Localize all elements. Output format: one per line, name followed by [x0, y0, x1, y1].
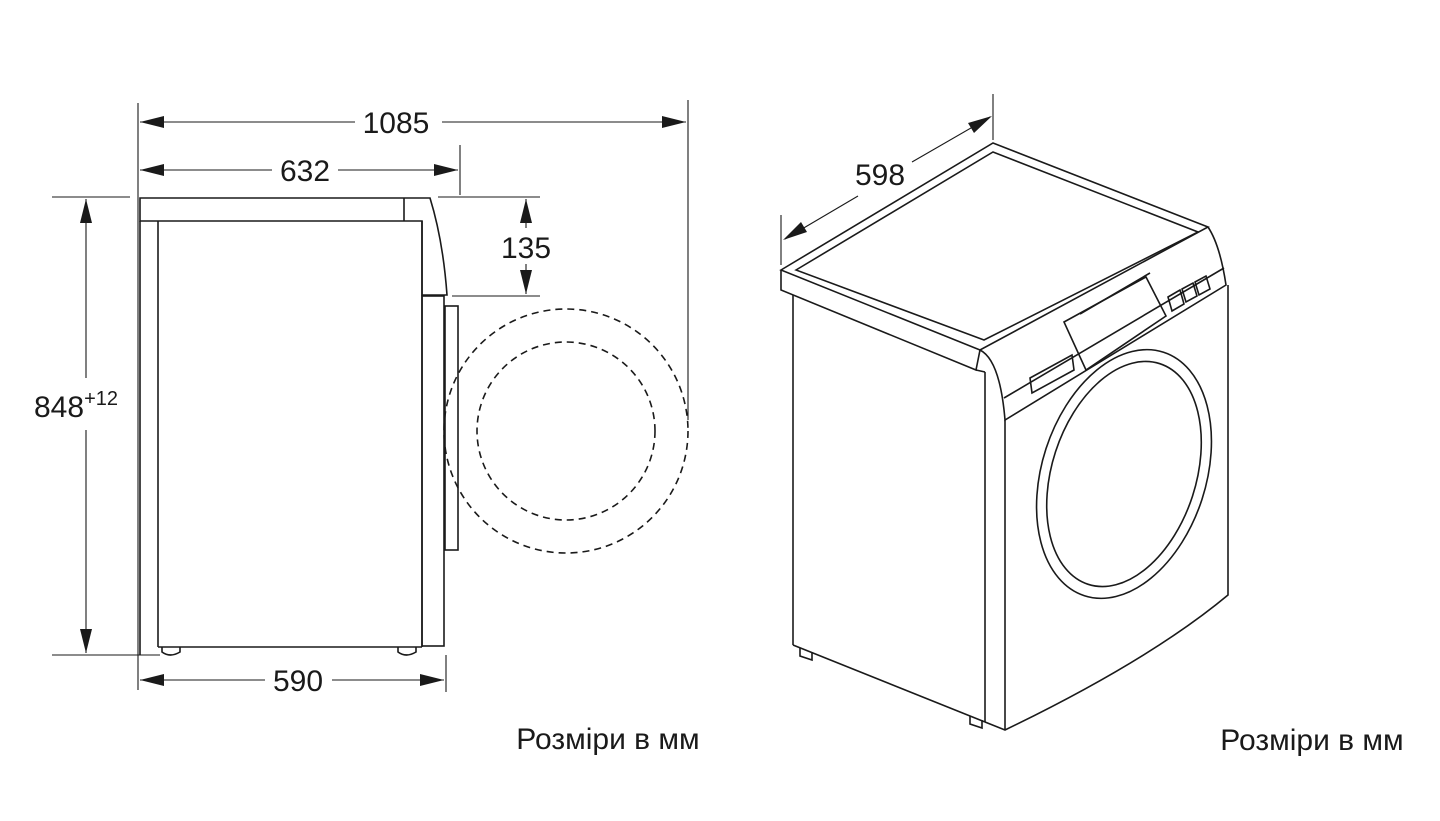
iso-view: 598	[779, 94, 1229, 731]
caption-right: Розміри в мм	[1220, 724, 1403, 757]
left-foot	[161, 647, 181, 656]
dim-height: 848+12	[34, 388, 118, 424]
door-swing	[443, 308, 689, 554]
iso-foot-left	[799, 648, 813, 662]
dimension-590: 590	[140, 665, 444, 698]
washer-side-body	[139, 197, 459, 656]
extension-lines	[52, 100, 689, 692]
washer-door	[1035, 348, 1213, 600]
side-view: 1085 632 590 848+12	[34, 100, 689, 698]
dimension-598: 598	[780, 94, 994, 265]
iso-foot-right	[969, 716, 983, 730]
dimension-135: 135	[501, 199, 551, 294]
dimension-1085: 1085	[140, 107, 686, 140]
dim-panel-height: 135	[501, 232, 551, 265]
dimension-848: 848+12	[34, 199, 118, 653]
dim-width: 598	[855, 159, 905, 192]
dim-depth-body: 632	[280, 155, 330, 188]
washer-iso-body	[792, 285, 1229, 731]
caption-left: Розміри в мм	[516, 723, 699, 756]
right-foot	[397, 647, 417, 656]
dim-depth-base: 590	[273, 665, 323, 698]
dimension-632: 632	[140, 155, 458, 188]
washer-control-panel	[979, 226, 1227, 422]
dim-depth-total: 1085	[363, 107, 430, 140]
